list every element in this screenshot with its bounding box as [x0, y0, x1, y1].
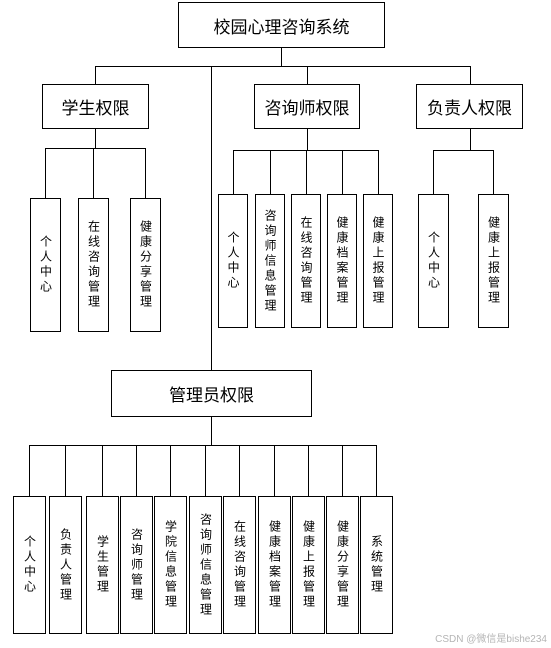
counselor-leaf-label: 咨询师信息管理 [263, 208, 277, 314]
admin-leaf-label: 学院信息管理 [163, 520, 178, 610]
admin-leaf-label: 健康分享管理 [335, 520, 350, 610]
group-counselor-label: 咨询师权限 [264, 99, 350, 119]
counselor-leaf: 个人中心 [218, 194, 248, 328]
admin-leaf: 负责人管理 [49, 496, 82, 634]
counselor-leaf: 健康上报管理 [363, 194, 393, 328]
admin-leaf: 个人中心 [13, 496, 46, 634]
root-node: 校园心理咨询系统 [178, 2, 385, 48]
group-principal: 负责人权限 [416, 84, 523, 129]
admin-leaf: 健康档案管理 [258, 496, 291, 634]
admin-leaf-label: 咨询师管理 [129, 527, 144, 603]
counselor-leaf-label: 在线咨询管理 [299, 216, 313, 306]
admin-leaf-label: 健康档案管理 [267, 520, 282, 610]
admin-leaf-label: 咨询师信息管理 [198, 512, 213, 618]
admin-leaf-label: 健康上报管理 [301, 520, 316, 610]
counselor-leaf: 在线咨询管理 [291, 194, 321, 328]
student-leaf-label: 在线咨询管理 [86, 220, 101, 310]
counselor-leaf-label: 健康档案管理 [335, 216, 349, 306]
group-student-label: 学生权限 [61, 99, 130, 119]
root-node-label: 校园心理咨询系统 [213, 17, 350, 38]
student-leaf-label: 个人中心 [38, 235, 53, 295]
admin-leaf: 学生管理 [86, 496, 119, 634]
group-student: 学生权限 [42, 84, 149, 129]
student-leaf: 个人中心 [30, 198, 61, 332]
admin-leaf-label: 负责人管理 [58, 527, 73, 603]
group-principal-label: 负责人权限 [427, 99, 512, 119]
student-leaf: 健康分享管理 [130, 198, 161, 332]
principal-leaf: 个人中心 [418, 194, 449, 328]
admin-leaf: 咨询师管理 [120, 496, 153, 634]
counselor-leaf: 咨询师信息管理 [255, 194, 285, 328]
group-counselor: 咨询师权限 [254, 84, 360, 129]
principal-leaf: 健康上报管理 [478, 194, 509, 328]
student-leaf-label: 健康分享管理 [138, 220, 153, 310]
admin-leaf: 健康上报管理 [292, 496, 325, 634]
counselor-leaf-label: 健康上报管理 [371, 216, 385, 306]
admin-leaf: 学院信息管理 [154, 496, 187, 634]
group-admin-label: 管理员权限 [169, 386, 254, 406]
counselor-leaf-label: 个人中心 [226, 231, 240, 291]
group-admin: 管理员权限 [111, 370, 312, 417]
principal-leaf-label: 个人中心 [426, 231, 441, 291]
student-leaf: 在线咨询管理 [78, 198, 109, 332]
admin-leaf-label: 系统管理 [369, 535, 384, 595]
admin-leaf: 系统管理 [360, 496, 393, 634]
principal-leaf-label: 健康上报管理 [486, 216, 501, 306]
admin-leaf-label: 个人中心 [22, 535, 37, 595]
admin-leaf: 在线咨询管理 [223, 496, 256, 634]
admin-leaf-label: 在线咨询管理 [232, 520, 247, 610]
admin-leaf-label: 学生管理 [95, 535, 110, 595]
admin-leaf: 健康分享管理 [326, 496, 359, 634]
watermark: CSDN @微信是bishe234 [435, 634, 547, 645]
counselor-leaf: 健康档案管理 [327, 194, 357, 328]
admin-leaf: 咨询师信息管理 [189, 496, 222, 634]
